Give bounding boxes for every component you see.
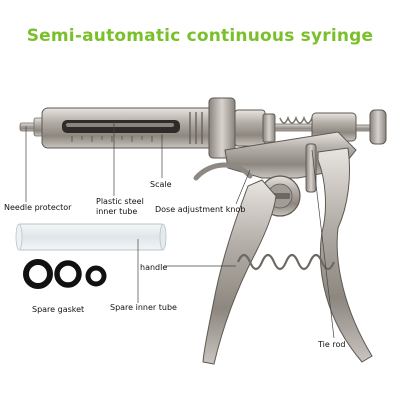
collar-part xyxy=(208,97,276,159)
label-plastic-steel-inner-tube: Plastic steel inner tube xyxy=(96,197,144,217)
label-spare-gasket: Spare gasket xyxy=(32,305,85,314)
leader-lines xyxy=(25,122,335,339)
spare-gasket-part xyxy=(23,259,107,289)
handle-spring xyxy=(236,253,336,271)
label-scale: Scale xyxy=(150,180,172,189)
label-handle: handle xyxy=(140,263,168,272)
title-color-layer: Semi-automatic continuous syringe xyxy=(26,26,374,46)
needle-protector-part xyxy=(19,117,44,137)
label-inner-tube-line1: Plastic steel xyxy=(96,197,144,206)
label-spare-inner-tube: Spare inner tube xyxy=(110,303,177,312)
rear-handle-part xyxy=(317,147,373,363)
label-inner-tube-line2: inner tube xyxy=(96,207,138,216)
label-needle-protector: Needle protector xyxy=(4,203,72,212)
front-handle-part xyxy=(202,179,277,365)
barrel-part xyxy=(41,107,215,149)
label-tie-rod: Tie rod xyxy=(318,340,346,349)
spare-inner-tube-part xyxy=(15,223,167,251)
label-dose-adjustment-knob: Dose adjustment knob xyxy=(155,205,246,214)
